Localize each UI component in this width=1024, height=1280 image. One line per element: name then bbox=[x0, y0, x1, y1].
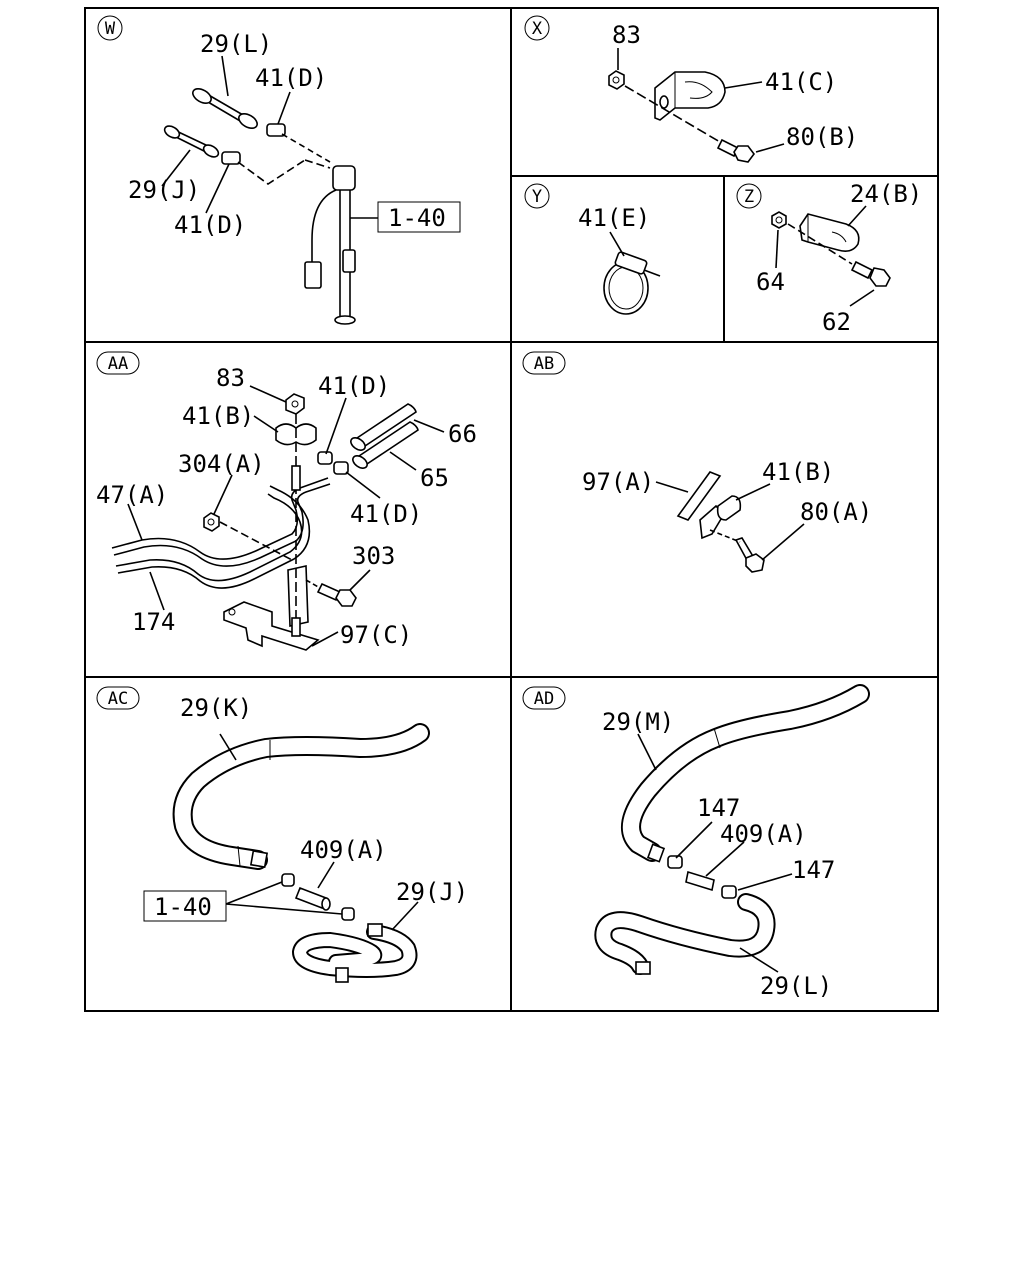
fuel-sender-unit bbox=[237, 133, 356, 325]
hose-29j-ac bbox=[291, 923, 418, 983]
clip-41d-left bbox=[221, 151, 241, 165]
section-tag-ad: AD bbox=[522, 686, 566, 710]
clip-24b bbox=[799, 213, 860, 252]
label-24b: 24(B) bbox=[850, 180, 922, 208]
label-97a: 97(A) bbox=[582, 468, 654, 496]
ref-box-1-40-ac: 1-40 bbox=[143, 890, 227, 922]
hose-66 bbox=[350, 403, 417, 451]
label-41d-left: 41(D) bbox=[174, 211, 246, 239]
nut-83-x bbox=[608, 70, 625, 90]
svg-text:X: X bbox=[532, 19, 543, 39]
clip-41d-top bbox=[266, 123, 286, 137]
panel-ad: AD 29(M) 147 409(A) 147 29(L) bbox=[522, 684, 870, 1000]
label-29m: 29(M) bbox=[602, 708, 674, 736]
label-83-x: 83 bbox=[612, 21, 641, 49]
svg-text:AB: AB bbox=[534, 354, 554, 374]
label-64: 64 bbox=[756, 268, 785, 296]
label-41e: 41(E) bbox=[578, 204, 650, 232]
label-41d-aa-bottom: 41(D) bbox=[350, 500, 422, 528]
clip-41d-aa-top bbox=[317, 451, 333, 465]
panel-aa: AA bbox=[96, 351, 477, 651]
section-tag-y: Y bbox=[524, 183, 550, 209]
label-41d-top: 41(D) bbox=[255, 64, 327, 92]
label-80b: 80(B) bbox=[786, 123, 858, 151]
section-tag-x: X bbox=[524, 15, 550, 41]
label-29j-ac: 29(J) bbox=[396, 878, 468, 906]
svg-text:1-40: 1-40 bbox=[388, 204, 446, 232]
label-66: 66 bbox=[448, 420, 477, 448]
label-80a: 80(A) bbox=[800, 498, 872, 526]
label-83-aa: 83 bbox=[216, 364, 245, 392]
clip-41b-ab bbox=[716, 495, 742, 521]
clip-41c bbox=[654, 71, 726, 121]
pipe-409a-ad bbox=[685, 870, 715, 892]
section-tag-aa: AA bbox=[96, 351, 140, 375]
svg-text:AC: AC bbox=[108, 689, 128, 709]
label-97c: 97(C) bbox=[340, 621, 412, 649]
panel-w: W bbox=[97, 15, 461, 325]
svg-text:Z: Z bbox=[744, 187, 754, 207]
bracket-97c bbox=[223, 565, 320, 651]
svg-text:1-40: 1-40 bbox=[154, 893, 212, 921]
label-47a: 47(A) bbox=[96, 481, 168, 509]
svg-text:W: W bbox=[105, 19, 116, 39]
pipe-47a bbox=[111, 477, 331, 567]
nut-83-aa bbox=[285, 393, 305, 415]
panel-x: X 83 41(C) 80(B) bbox=[524, 15, 858, 163]
svg-text:AD: AD bbox=[534, 689, 554, 709]
hose-29l bbox=[192, 87, 258, 130]
bolt-80a bbox=[734, 537, 765, 573]
label-41b-aa: 41(B) bbox=[182, 402, 254, 430]
clamp-147-right bbox=[721, 885, 737, 899]
section-tag-ac: AC bbox=[96, 686, 140, 710]
panel-y: Y 41(E) bbox=[524, 183, 661, 315]
ref-box-1-40-w: 1-40 bbox=[377, 201, 461, 233]
hose-29l-ad bbox=[594, 893, 776, 975]
section-tag-z: Z bbox=[736, 183, 762, 209]
label-174: 174 bbox=[132, 608, 175, 636]
section-tag-ab: AB bbox=[522, 351, 566, 375]
bracket-97a bbox=[676, 471, 726, 540]
label-41d-aa-top: 41(D) bbox=[318, 372, 390, 400]
clamp-ac-top bbox=[281, 873, 295, 887]
pipe-409a-ac bbox=[294, 886, 331, 911]
label-65: 65 bbox=[420, 464, 449, 492]
bolt-62 bbox=[850, 260, 891, 287]
pipe-174 bbox=[115, 485, 311, 589]
svg-text:Y: Y bbox=[532, 187, 542, 207]
label-303: 303 bbox=[352, 542, 395, 570]
bolt-303 bbox=[316, 582, 357, 607]
hose-29m bbox=[621, 684, 870, 863]
hose-65 bbox=[352, 421, 419, 469]
label-62: 62 bbox=[822, 308, 851, 336]
svg-text:AA: AA bbox=[108, 354, 128, 374]
label-41b-ab: 41(B) bbox=[762, 458, 834, 486]
bolt-80b bbox=[716, 138, 755, 163]
label-29l: 29(L) bbox=[200, 30, 272, 58]
panel-ab: AB 97(A) 41(B) 80(A) bbox=[522, 351, 872, 573]
clamp-147-top bbox=[667, 855, 683, 869]
clamp-ac-bottom bbox=[341, 907, 355, 921]
label-147-right: 147 bbox=[792, 856, 835, 884]
label-29l-ad: 29(L) bbox=[760, 972, 832, 1000]
label-41c: 41(C) bbox=[765, 68, 837, 96]
hose-29k bbox=[172, 723, 430, 870]
label-409a-ad: 409(A) bbox=[720, 820, 807, 848]
hose-29j bbox=[163, 125, 220, 158]
label-29j: 29(J) bbox=[128, 176, 200, 204]
nut-64 bbox=[771, 211, 787, 229]
label-29k: 29(K) bbox=[180, 694, 252, 722]
label-304a: 304(A) bbox=[178, 450, 265, 478]
section-tag-w: W bbox=[97, 15, 123, 41]
label-409a-ac: 409(A) bbox=[300, 836, 387, 864]
panel-ac: AC 29(K) 409(A) 2 bbox=[96, 686, 468, 983]
hose-clamp-41e bbox=[603, 251, 661, 315]
panel-z: Z 24(B) 64 62 bbox=[736, 180, 922, 336]
washer-304a bbox=[203, 512, 220, 532]
label-147-top: 147 bbox=[697, 794, 740, 822]
diagram-frame bbox=[84, 7, 939, 1012]
clip-41d-aa-bottom bbox=[333, 461, 349, 475]
